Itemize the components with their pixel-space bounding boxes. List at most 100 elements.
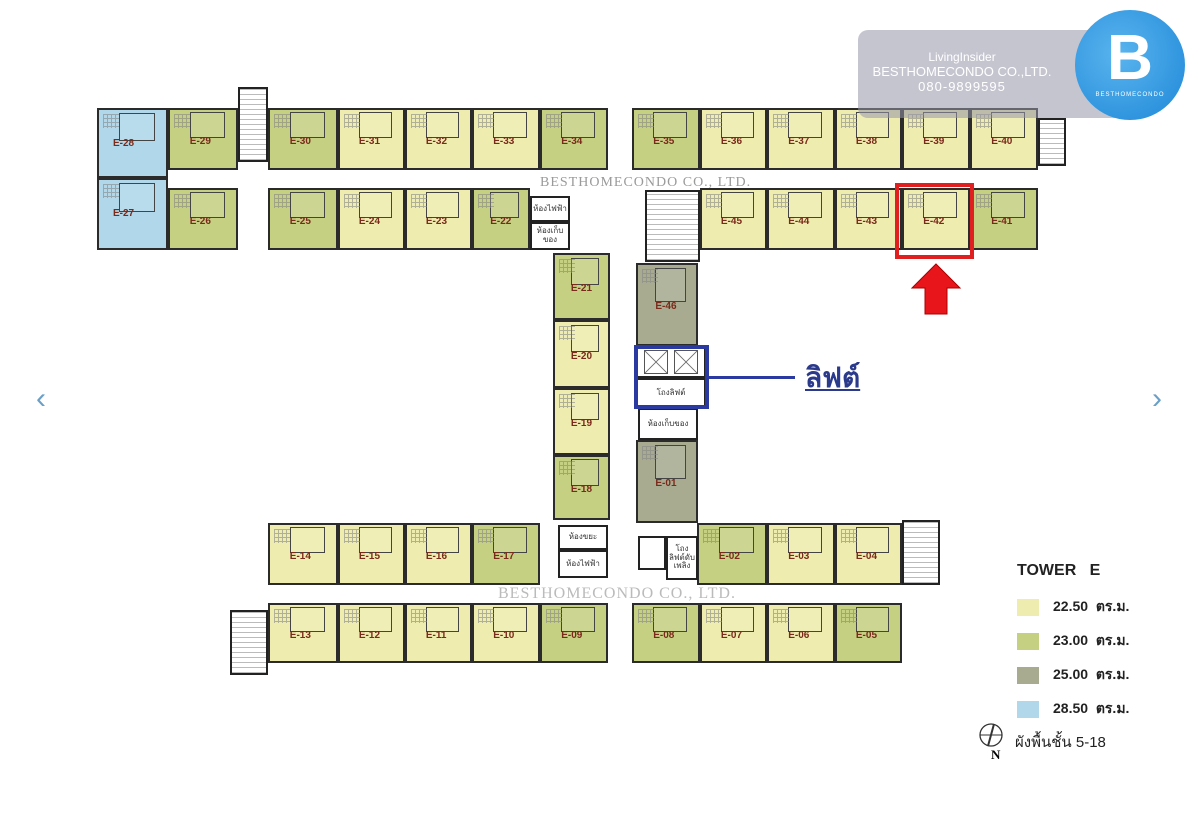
bedroom-outline <box>653 607 688 632</box>
lift-highlight-box <box>634 345 709 409</box>
unit-e-45[interactable]: E-45 <box>700 188 767 250</box>
unit-label: E-24 <box>358 216 381 228</box>
electrical-room-bottom: ห้องไฟฟ้า <box>558 550 608 578</box>
prev-arrow-button[interactable]: ‹ <box>36 382 46 415</box>
unit-label: E-36 <box>720 136 743 148</box>
unit-e-32[interactable]: E-32 <box>405 108 472 170</box>
unit-label: E-37 <box>788 136 810 148</box>
unit-e-12[interactable]: E-12 <box>338 603 405 663</box>
bathroom-tile <box>559 326 575 340</box>
unit-e-37[interactable]: E-37 <box>767 108 835 170</box>
legend-label: 22.50 ตร.ม. <box>1053 598 1130 614</box>
bedroom-outline <box>189 112 225 138</box>
bedroom-outline <box>358 192 393 218</box>
unit-e-34[interactable]: E-34 <box>540 108 608 170</box>
unit-e-16[interactable]: E-16 <box>405 523 472 585</box>
bathroom-tile <box>344 114 360 128</box>
garbage-room: ห้องขยะ <box>558 525 608 550</box>
unit-e-04[interactable]: E-04 <box>835 523 902 585</box>
bathroom-tile <box>174 114 190 128</box>
unit-e-23[interactable]: E-23 <box>405 188 472 250</box>
unit-label: E-11 <box>425 630 447 642</box>
bathroom-tile <box>908 194 924 208</box>
unit-label: E-02 <box>718 551 740 563</box>
bathroom-tile <box>773 609 789 623</box>
bathroom-tile <box>773 529 789 543</box>
unit-e-26[interactable]: E-26 <box>168 188 238 250</box>
bedroom-outline <box>788 607 823 632</box>
unit-e-41[interactable]: E-41 <box>970 188 1038 250</box>
unit-e-08[interactable]: E-08 <box>632 603 700 663</box>
unit-e-18[interactable]: E-18 <box>553 455 610 520</box>
unit-e-46[interactable]: E-46 <box>636 263 698 346</box>
bedroom-outline <box>655 268 687 302</box>
lift-pointer-line <box>709 376 795 379</box>
unit-label: E-06 <box>788 630 810 642</box>
bedroom-outline <box>289 112 325 138</box>
unit-e-09[interactable]: E-09 <box>540 603 608 663</box>
unit-e-25[interactable]: E-25 <box>268 188 338 250</box>
unit-e-28[interactable]: E-28 <box>97 108 168 178</box>
highlighted-unit-box <box>895 183 974 259</box>
unit-e-13[interactable]: E-13 <box>268 603 338 663</box>
fire-lift-lobby: โถงลิฟต์ดับเพลิง <box>666 536 698 580</box>
bathroom-tile <box>274 529 290 543</box>
bathroom-tile <box>976 194 992 208</box>
unit-e-33[interactable]: E-33 <box>472 108 540 170</box>
unit-e-02[interactable]: E-02 <box>697 523 767 585</box>
unit-e-43[interactable]: E-43 <box>835 188 902 250</box>
unit-e-42[interactable]: E-42 <box>902 188 970 250</box>
bedroom-outline <box>788 112 823 138</box>
unit-e-03[interactable]: E-03 <box>767 523 835 585</box>
north-compass-icon <box>979 723 1003 747</box>
unit-e-07[interactable]: E-07 <box>700 603 767 663</box>
bathroom-tile <box>706 114 722 128</box>
bathroom-tile <box>411 609 427 623</box>
bathroom-tile <box>559 394 575 408</box>
unit-e-15[interactable]: E-15 <box>338 523 405 585</box>
unit-e-11[interactable]: E-11 <box>405 603 472 663</box>
bathroom-tile <box>344 609 360 623</box>
bathroom-tile <box>478 114 494 128</box>
unit-e-24[interactable]: E-24 <box>338 188 405 250</box>
unit-e-44[interactable]: E-44 <box>767 188 835 250</box>
unit-e-27[interactable]: E-27 <box>97 178 168 250</box>
unit-label: E-18 <box>570 484 593 496</box>
bedroom-outline <box>788 192 823 218</box>
unit-e-38[interactable]: E-38 <box>835 108 902 170</box>
bedroom-outline <box>289 607 325 632</box>
unit-label: E-38 <box>855 136 878 148</box>
unit-e-19[interactable]: E-19 <box>553 388 610 455</box>
unit-e-20[interactable]: E-20 <box>553 320 610 388</box>
unit-e-05[interactable]: E-05 <box>835 603 902 663</box>
unit-label: E-42 <box>923 216 945 228</box>
bedroom-outline <box>490 192 520 218</box>
next-arrow-button[interactable]: › <box>1152 382 1162 415</box>
unit-e-17[interactable]: E-17 <box>472 523 540 585</box>
bathroom-tile <box>642 269 658 283</box>
bedroom-outline <box>855 192 890 218</box>
unit-e-10[interactable]: E-10 <box>472 603 540 663</box>
unit-e-06[interactable]: E-06 <box>767 603 835 663</box>
unit-e-35[interactable]: E-35 <box>632 108 700 170</box>
unit-e-21[interactable]: E-21 <box>553 253 610 320</box>
bathroom-tile <box>706 609 722 623</box>
bedroom-outline <box>855 607 890 632</box>
unit-e-01[interactable]: E-01 <box>636 440 698 523</box>
unit-e-22[interactable]: E-22 <box>472 188 530 250</box>
bedroom-outline <box>425 607 460 632</box>
bathroom-tile <box>274 114 290 128</box>
bathroom-tile <box>274 194 290 208</box>
bathroom-tile <box>411 194 427 208</box>
unit-e-14[interactable]: E-14 <box>268 523 338 585</box>
legend-item: 28.50 ตร.ม. <box>1017 698 1129 720</box>
bathroom-tile <box>841 529 857 543</box>
stair-center <box>645 190 700 262</box>
unit-e-31[interactable]: E-31 <box>338 108 405 170</box>
unit-e-29[interactable]: E-29 <box>168 108 238 170</box>
bedroom-outline <box>119 182 155 212</box>
bathroom-tile <box>559 259 575 273</box>
unit-e-30[interactable]: E-30 <box>268 108 338 170</box>
stair-bottom-left <box>230 610 268 675</box>
unit-e-36[interactable]: E-36 <box>700 108 767 170</box>
